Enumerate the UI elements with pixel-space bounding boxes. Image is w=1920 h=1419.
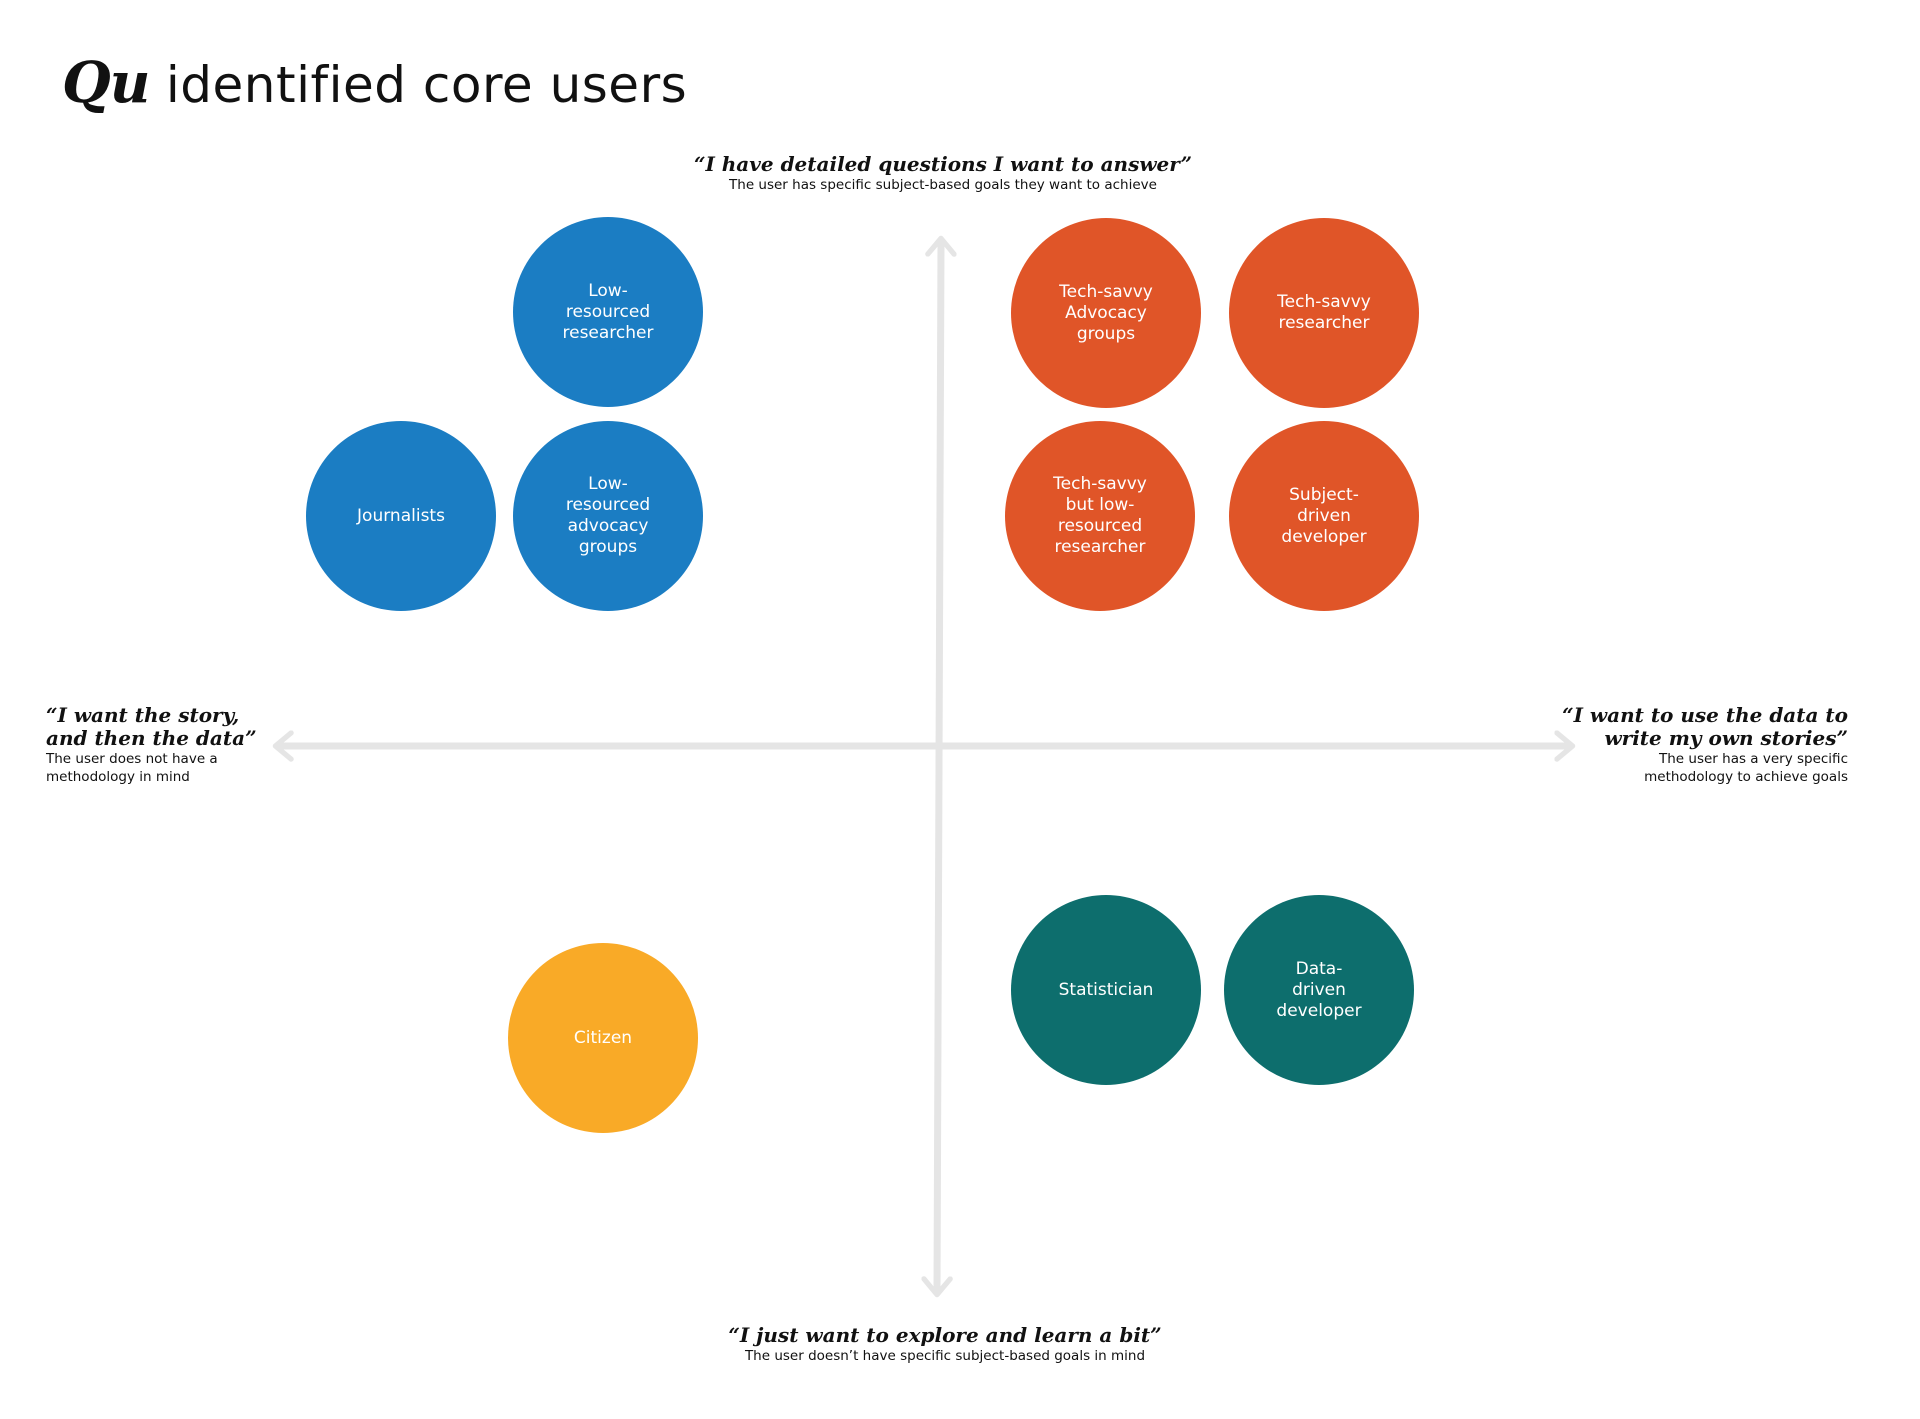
axis-label-top-desc: The user has specific subject-based goal… <box>729 177 1157 193</box>
page-title: Qu identified core users <box>62 48 687 120</box>
user-circle-label: Tech-savvy but low- resourced researcher <box>1053 474 1147 557</box>
axis-label-left: “I want the story, and then the data” Th… <box>46 704 306 786</box>
axis-label-bottom: “I just want to explore and learn a bit”… <box>565 1324 1325 1365</box>
user-circle-label: Low- resourced advocacy groups <box>565 474 651 557</box>
user-circle-low-resourced-researcher: Low- resourced researcher <box>513 217 703 407</box>
user-circle-label: Subject- driven developer <box>1281 484 1367 547</box>
user-circle-label: Statistician <box>1058 979 1154 1000</box>
user-circle-journalists: Journalists <box>306 421 496 611</box>
axis-label-left-desc: The user does not have a methodology in … <box>46 751 218 785</box>
axis-label-right-desc: The user has a very specific methodology… <box>1644 751 1848 785</box>
axis-label-right-quote: “I want to use the data to write my own … <box>1562 703 1848 750</box>
user-circle-tech-savvy-low-resourced-researcher: Tech-savvy but low- resourced researcher <box>1005 421 1195 611</box>
user-circle-label: Low- resourced researcher <box>562 280 654 343</box>
user-circle-subject-driven-developer: Subject- driven developer <box>1229 421 1419 611</box>
axis-label-left-quote: “I want the story, and then the data” <box>46 703 257 750</box>
vertical-axis <box>921 235 957 1298</box>
axis-label-bottom-quote: “I just want to explore and learn a bit” <box>728 1323 1162 1347</box>
user-circle-citizen: Citizen <box>508 943 698 1133</box>
axis-label-bottom-desc: The user doesn’t have specific subject-b… <box>744 1348 1146 1364</box>
brand-name: Qu <box>62 50 150 116</box>
user-circle-label: Tech-savvy researcher <box>1277 292 1371 333</box>
axis-label-top: “I have detailed questions I want to ans… <box>563 153 1323 194</box>
axis-label-top-quote: “I have detailed questions I want to ans… <box>693 152 1193 176</box>
user-circle-tech-savvy-researcher: Tech-savvy researcher <box>1229 218 1419 408</box>
axis-label-right: “I want to use the data to write my own … <box>1528 704 1848 786</box>
user-circle-label: Citizen <box>573 1027 633 1048</box>
user-circle-tech-savvy-advocacy-groups: Tech-savvy Advocacy groups <box>1011 218 1201 408</box>
user-circle-statistician: Statistician <box>1011 895 1201 1085</box>
user-circle-low-resourced-advocacy-groups: Low- resourced advocacy groups <box>513 421 703 611</box>
user-circle-data-driven-developer: Data- driven developer <box>1224 895 1414 1085</box>
user-circle-label: Data- driven developer <box>1276 958 1362 1021</box>
title-text: identified core users <box>165 56 688 114</box>
user-circle-label: Tech-savvy Advocacy groups <box>1059 281 1153 344</box>
user-circle-label: Journalists <box>357 505 445 526</box>
